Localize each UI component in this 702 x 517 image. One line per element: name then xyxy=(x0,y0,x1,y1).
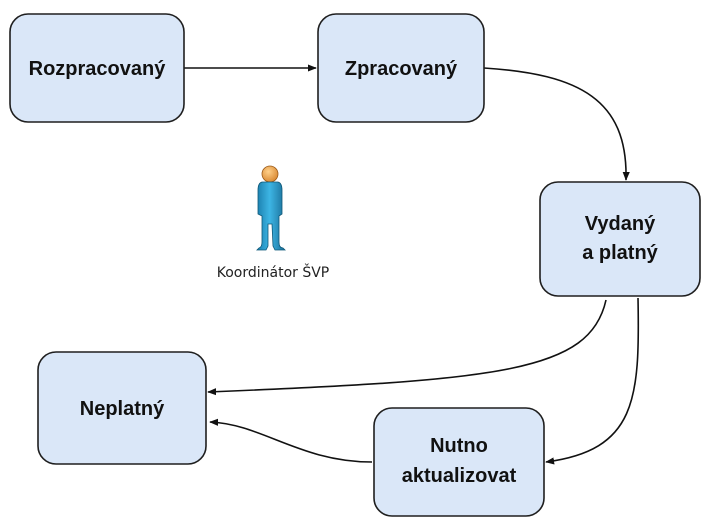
edge-zpracovany-vydany xyxy=(483,67,630,181)
state-nutno-label-line2: aktualizovat xyxy=(402,465,517,487)
state-zpracovany-label: Zpracovaný xyxy=(345,58,458,80)
state-vydany-label-line1: Vydaný xyxy=(585,213,656,235)
edge-nutno-neplatny xyxy=(209,418,373,463)
actor-label: Koordinátor ŠVP xyxy=(217,263,330,281)
edge-vydany-neplatny xyxy=(207,299,607,396)
state-rozpracovany: Rozpracovaný xyxy=(9,13,185,123)
edge-vydany-nutno xyxy=(545,297,640,465)
state-vydany-label-line2: a platný xyxy=(582,242,658,264)
state-nutno-aktualizovat: Nutno aktualizovat xyxy=(373,407,545,517)
state-rozpracovany-label: Rozpracovaný xyxy=(29,58,167,80)
state-nutno-label-line1: Nutno xyxy=(430,435,488,457)
state-neplatny-label: Neplatný xyxy=(80,398,165,420)
state-zpracovany: Zpracovaný xyxy=(317,13,485,123)
state-neplatny: Neplatný xyxy=(37,351,207,465)
person-icon xyxy=(256,165,286,251)
state-vydany-a-platny: Vydaný a platný xyxy=(539,181,701,297)
